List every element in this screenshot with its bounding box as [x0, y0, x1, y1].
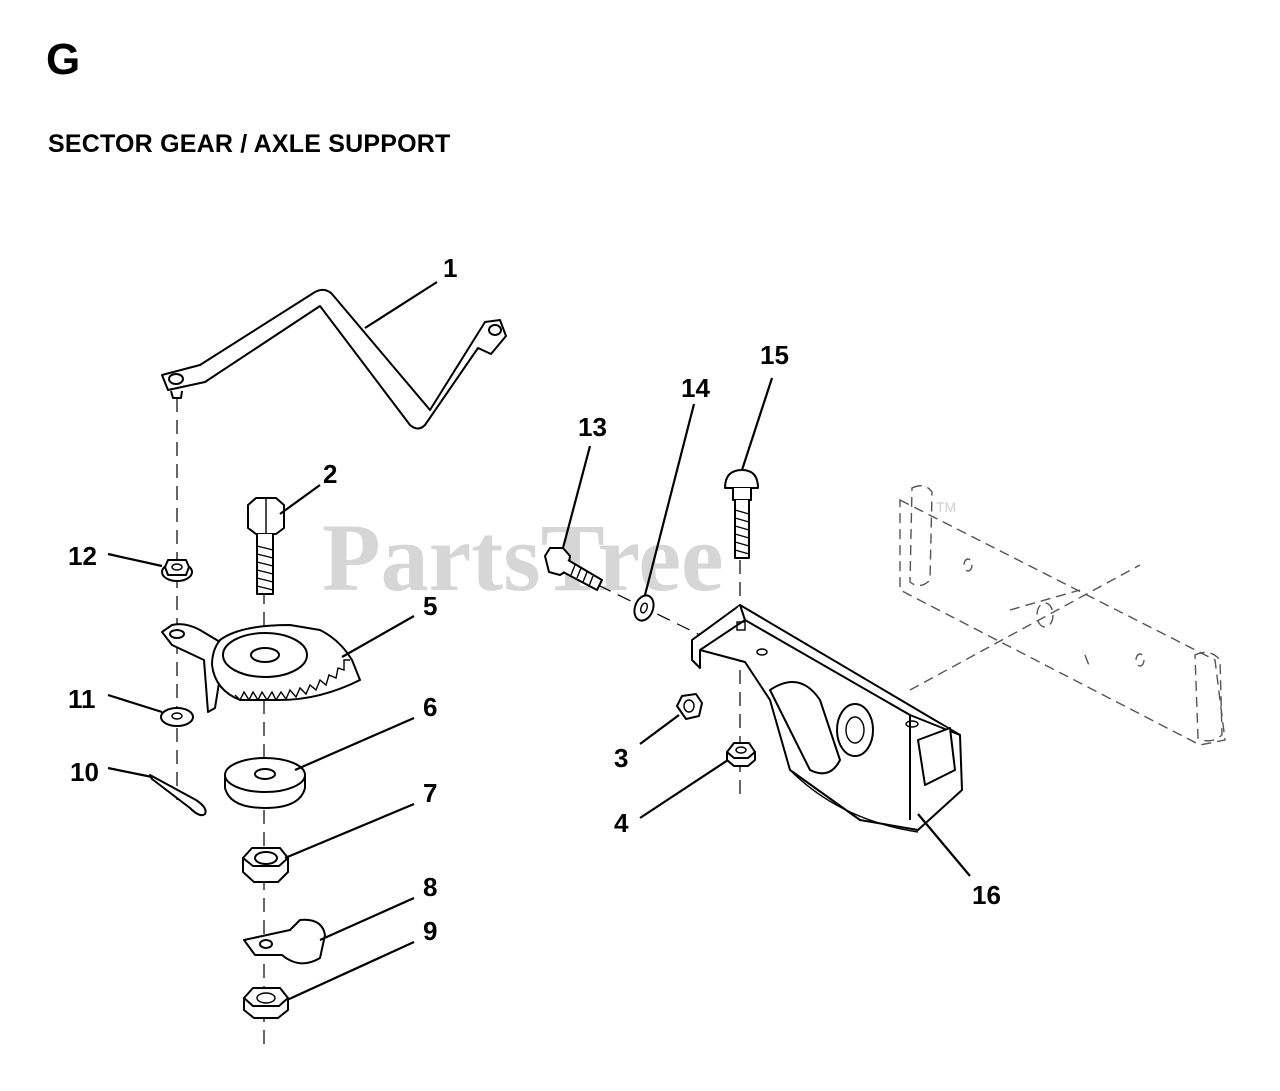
watermark: PartsTree: [322, 504, 724, 611]
part-washer-14: [633, 594, 655, 622]
part-sector-gear: [161, 623, 361, 713]
callout-3: 3: [614, 743, 628, 773]
callout-10: 10: [70, 757, 99, 787]
phantom-axle: [899, 485, 1226, 746]
callout-13: 13: [578, 412, 607, 442]
callout-9: 9: [423, 916, 437, 946]
section-letter: G: [46, 35, 81, 84]
callout-6: 6: [423, 692, 437, 722]
part-flange-nut-12: [161, 559, 193, 582]
part-clip: [243, 918, 326, 965]
part-carriage-bolt-15: [724, 469, 759, 559]
part-nut-4: [726, 742, 756, 767]
callout-15: 15: [760, 340, 789, 370]
callout-2: 2: [323, 459, 337, 489]
part-nut-3: [676, 693, 703, 720]
part-bolt-13: [544, 547, 603, 591]
part-hex-nut-7: [242, 847, 289, 883]
part-drag-link: [161, 288, 507, 430]
callout-12: 12: [68, 541, 97, 571]
part-hex-bolt-2: [247, 497, 285, 595]
callout-4: 4: [614, 808, 629, 838]
callout-16: 16: [972, 880, 1001, 910]
page-title: SECTOR GEAR / AXLE SUPPORT: [48, 130, 451, 158]
callout-5: 5: [423, 591, 437, 621]
callout-11: 11: [68, 684, 96, 714]
callout-numbers: 1 2 3 4 5 6 7 8 9 10 11 12 13 14 15 16: [68, 253, 1001, 946]
callout-14: 14: [681, 373, 710, 403]
callout-8: 8: [423, 872, 437, 902]
leader-lines: [107, 281, 971, 1002]
callout-1: 1: [443, 253, 457, 283]
part-washer-6: [224, 757, 306, 809]
part-cotter-pin: [149, 774, 207, 817]
part-washer-11: [160, 707, 194, 727]
part-axle-support: [691, 604, 963, 833]
watermark-trademark: TM: [936, 499, 956, 515]
callout-7: 7: [423, 778, 437, 808]
part-hex-nut-9: [243, 987, 289, 1019]
